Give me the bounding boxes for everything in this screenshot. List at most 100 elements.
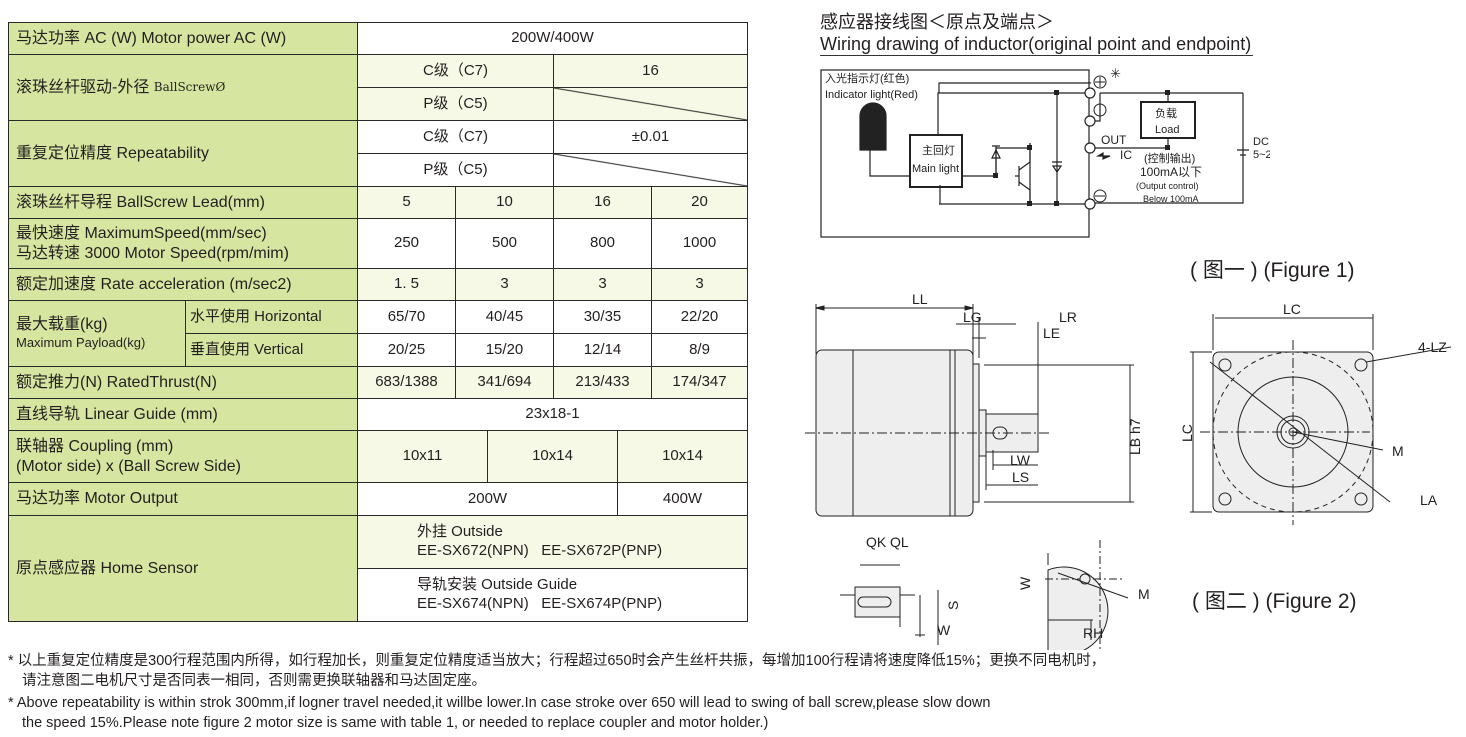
label-small: BallScrewØ [153,80,226,94]
ballscrew-c5: P级（C5) [357,87,554,121]
ballscrew-c7: C级（C7) [357,54,554,88]
motor-output-label: 马达功率 Motor Output [8,482,358,516]
plus-terminal-icon [1093,75,1107,89]
note-en-2: the speed 15%.Please note figure 2 motor… [22,715,769,731]
dim-LG: LG [963,309,982,325]
payload-v-value: 12/14 [553,333,652,367]
minus-terminal-icon [1093,189,1107,203]
repeat-c5-empty [553,153,748,187]
home-sensor-label: 原点感应器 Home Sensor [8,515,358,622]
lead-value: 5 [357,186,456,219]
ctrl-below: Below 100mA [1143,194,1199,204]
ctrl-cn: (控制输出) [1144,151,1195,165]
dc-label: DC [1253,136,1269,148]
ballscrew-c5-empty [553,87,748,121]
accel-label: 额定加速度 Rate acceleration (m/sec2) [8,268,358,301]
payload-v-value: 8/9 [651,333,748,367]
payload-v-value: 20/25 [357,333,456,367]
ballscrew-od-label: 滚珠丝杆驱动-外径 BallScrewØ [8,54,358,121]
payload-label-1: 最大载重(kg) [16,316,108,334]
dim-RH: RH [1083,625,1103,641]
coupling-label: 联轴器 Coupling (mm)(Motor side) x (Ball Sc… [8,430,358,483]
thrust-value: 341/694 [455,366,554,399]
dim-LA: LA [1420,492,1438,508]
dim-M-small: M [1138,586,1150,602]
dim-4LZ: 4-LZ [1418,339,1447,355]
figure-1-caption: ( 图一 ) (Figure 1) [1190,259,1355,282]
coupling-value: 10x11 [357,430,488,483]
motor-output-value: 200W [357,482,618,516]
motor-power-label: 马达功率 AC (W) Motor power AC (W) [8,22,358,55]
main-en: Main light [912,163,959,175]
coupling-value: 10x14 [487,430,618,483]
note-cn-1: * 以上重复定位精度是300行程范围内所得，如行程加长，则重复定位精度适当放大；… [8,653,1106,669]
dim-LC-side: LC [1179,424,1195,442]
payload-label-2: Maximum Payload(kg) [16,335,146,351]
note-en-1: * Above repeatability is within strok 30… [8,695,991,711]
speed-label-2: 马达转速 3000 Motor Speed(rpm/mim) [16,244,289,262]
out-label: OUT [1101,133,1127,147]
accel-value: 1. 5 [357,268,456,301]
speed-value: 500 [455,218,554,269]
motor-output-value: 400W [617,482,748,516]
lead-value: 10 [455,186,554,219]
sensor-outside-title: 外挂 Outside [417,523,503,541]
speed-value: 800 [553,218,652,269]
wiring-title-cn: 感应器接线图＜原点及端点＞ [820,12,1054,32]
dim-LS: LS [1012,469,1029,485]
accel-value: 3 [553,268,652,301]
repeat-c5: P级（C5) [357,153,554,187]
label-text: 滚珠丝杆驱动-外径 [16,78,150,96]
thrust-value: 213/433 [553,366,652,399]
speed-label-1: 最快速度 MaximumSpeed(mm/sec) [16,224,267,242]
repeat-c7: C级（C7) [357,120,554,154]
accel-value: 3 [651,268,748,301]
speed-value: 250 [357,218,456,269]
note-cn-2: 请注意图二电机尺寸是否同表一相同，否则需更换联轴器和马达固定座。 [22,673,486,689]
asterisk: ✳ [1110,66,1121,81]
payload-v-value: 15/20 [455,333,554,367]
dimension-drawing: LL LG LR LE LB h7 LW LS LC LC 4-LZ M LA … [805,291,1452,650]
thrust-value: 174/347 [651,366,748,399]
dim-LE: LE [1043,325,1060,341]
thrust-label: 额定推力(N) RatedThrust(N) [8,366,358,399]
guide-label: 直线导轨 Linear Guide (mm) [8,398,358,431]
motor-power-value: 200W/400W [357,22,748,55]
ballscrew-c7-value: 16 [553,54,748,88]
indicator-en: Indicator light(Red) [825,89,918,101]
sensor-outside-models: EE-SX672(NPN) EE-SX672P(PNP) [417,542,663,559]
dim-M: M [1392,443,1404,459]
payload-h-value: 65/70 [357,300,456,334]
accel-value: 3 [455,268,554,301]
main-cn: 主回灯 [922,144,955,157]
ic-label: IC [1120,148,1132,162]
ctrl-en: (Output control) [1136,181,1199,191]
dim-QL: QL [890,534,909,550]
coupling-value: 10x14 [617,430,748,483]
coupling-label-1: 联轴器 Coupling (mm) [16,437,174,455]
indicator-lamp-icon [859,102,887,151]
sensor-guide-models: EE-SX674(NPN) EE-SX674P(PNP) [417,595,663,612]
dim-LR: LR [1059,309,1077,325]
indicator-cn: 入光指示灯(红色) [825,71,909,85]
guide-value: 23x18-1 [357,398,748,431]
load-cn: 负载 [1155,106,1177,120]
dc-voltage: 5~24V [1253,149,1270,161]
dim-LW: LW [1010,452,1031,468]
dim-QK: QK [866,534,887,550]
repeatability-label: 重复定位精度 Repeatability [8,120,358,187]
figure-2-caption: ( 图二 ) (Figure 2) [1192,590,1357,613]
lead-value: 20 [651,186,748,219]
mounting-hole-icons [1218,358,1368,506]
dim-LL: LL [912,291,928,307]
dim-S: S [945,601,961,610]
wiring-diagram: 入光指示灯(红色) Indicator light(Red) 主回灯 Main … [820,66,1270,238]
repeat-c7-value: ±0.01 [553,120,748,154]
payload-h-value: 30/35 [553,300,652,334]
dim-LB: LB h7 [1127,418,1143,455]
thrust-value: 683/1388 [357,366,456,399]
payload-h-value: 40/45 [455,300,554,334]
sensor-guide-title: 导轨安装 Outside Guide [417,576,578,594]
